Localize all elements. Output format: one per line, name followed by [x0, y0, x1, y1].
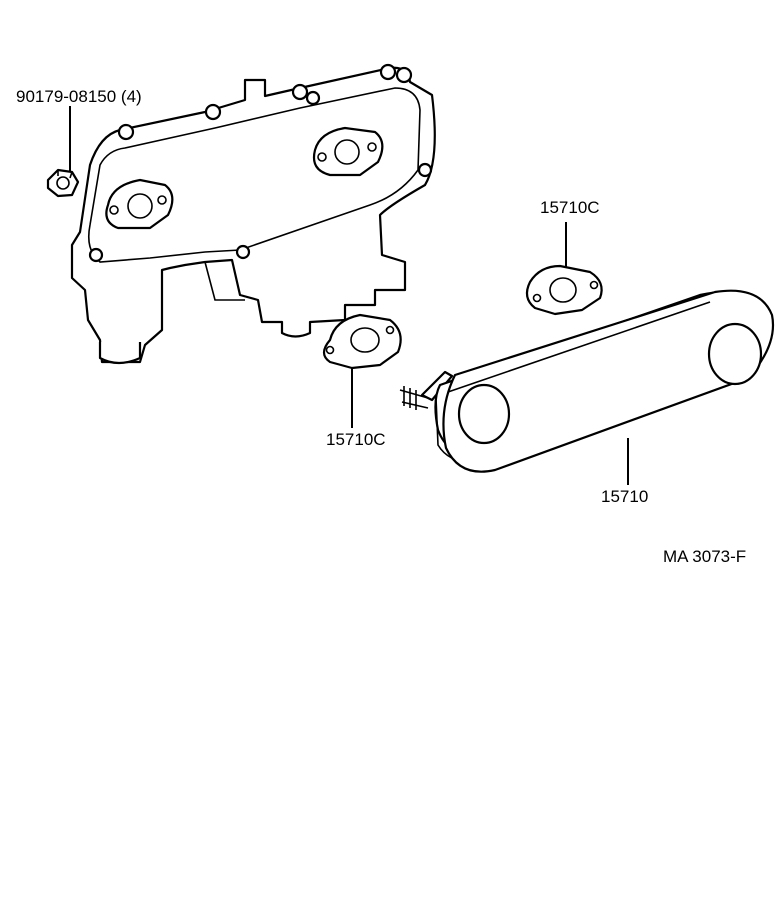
label-gasket-lower: 15710C — [326, 430, 386, 449]
flange-nut-icon — [46, 168, 80, 198]
diagram-code: MA 3073-F — [663, 547, 746, 566]
engine-housing — [70, 63, 436, 365]
oil-cooler-element — [399, 289, 774, 473]
label-gasket-upper: 15710C — [540, 198, 600, 217]
label-oil-cooler: 15710 — [601, 487, 648, 506]
gasket-lower — [322, 313, 402, 370]
label-nut: 90179-08150 (4) — [16, 87, 142, 106]
gasket-upper — [525, 264, 603, 316]
leader-lines — [69, 106, 629, 485]
